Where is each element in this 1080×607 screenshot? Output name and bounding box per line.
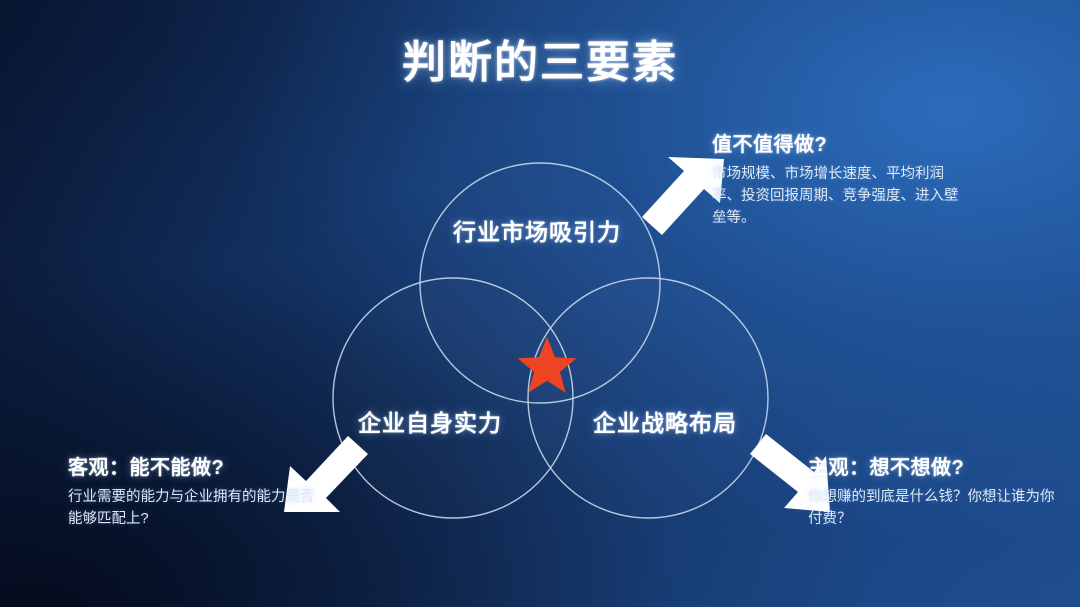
callout-body: 市场规模、市场增长速度、平均利润率、投资回报周期、竞争强度、进入壁垒等。 bbox=[712, 166, 959, 227]
arrow-up-right-icon bbox=[642, 157, 724, 235]
callout-subjective-want-do: 主观：想不想做? 你想赚的到底是什么钱？你想让谁为你付费？ bbox=[808, 451, 1060, 530]
venn-label-market: 行业市场吸引力 bbox=[453, 219, 621, 245]
callout-heading: 客观：能不能做? bbox=[68, 457, 225, 479]
venn-label-capability: 企业自身实力 bbox=[358, 410, 502, 436]
venn-circle-capability bbox=[332, 277, 574, 519]
callout-objective-can-do: 客观：能不能做? 行业需要的能力与企业拥有的能力是否能够匹配上? bbox=[68, 451, 320, 530]
callout-heading: 主观：想不想做? bbox=[808, 457, 965, 479]
venn-label-strategy: 企业战略布局 bbox=[593, 410, 737, 436]
venn-circle-strategy bbox=[527, 277, 769, 519]
arrow-down-right-icon bbox=[750, 434, 830, 512]
star-icon bbox=[517, 337, 577, 393]
callout-worth-doing: 值不值得做? 市场规模、市场增长速度、平均利润率、投资回报周期、竞争强度、进入壁… bbox=[712, 128, 968, 229]
callout-body: 行业需要的能力与企业拥有的能力是否能够匹配上? bbox=[68, 489, 315, 528]
callout-body: 你想赚的到底是什么钱？你想让谁为你付费？ bbox=[808, 489, 1055, 528]
arrow-down-left-icon bbox=[284, 436, 368, 512]
callout-heading: 值不值得做? bbox=[712, 134, 828, 156]
page-title: 判断的三要素 bbox=[402, 38, 678, 87]
